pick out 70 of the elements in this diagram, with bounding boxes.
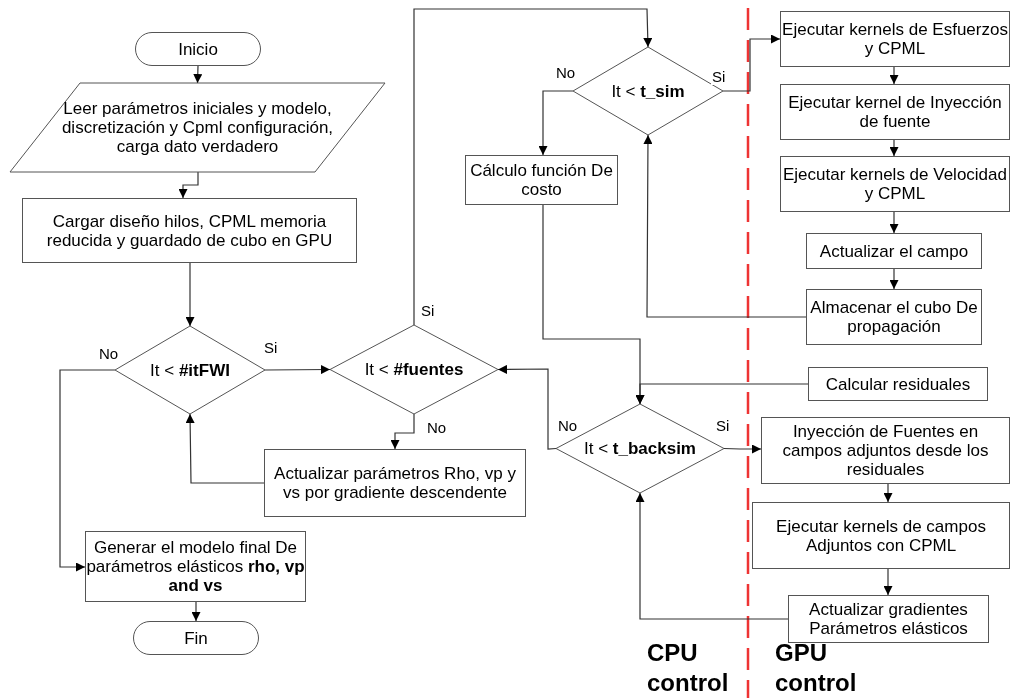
edge-label: No xyxy=(98,346,120,362)
input-parallelogram xyxy=(10,83,385,172)
arrow xyxy=(193,65,203,84)
node-text: Calcular residuales xyxy=(825,374,971,394)
arrow xyxy=(889,211,899,234)
condition-text: It < t_backsim xyxy=(584,439,696,458)
arrow xyxy=(723,444,762,454)
decision-diamond xyxy=(573,47,723,135)
process-box xyxy=(808,367,988,401)
terminator-shape xyxy=(135,32,261,66)
edge-label: No xyxy=(426,420,448,436)
process-box xyxy=(465,155,618,205)
process-box xyxy=(780,84,1010,140)
node-text: Inyección de Fuentes en campos adjuntos desde los residuales xyxy=(781,422,990,479)
process-box xyxy=(752,502,1010,569)
edge-label: Si xyxy=(715,418,731,434)
process-box xyxy=(264,449,526,517)
process-box xyxy=(22,198,357,263)
arrow xyxy=(883,483,893,503)
node-text: Ejecutar kernel de Inyección de fuente xyxy=(787,93,1003,131)
arrow xyxy=(889,139,899,157)
arrow xyxy=(722,34,781,92)
arrow xyxy=(643,134,807,318)
node-text: Generar el modelo final De parámetros elásticos rho, vp and vs xyxy=(86,538,305,595)
process-box xyxy=(788,595,989,643)
node-text: Leer parámetros iniciales y modelo, discretización y Cpml configuración, carga dato verdadero xyxy=(60,99,335,156)
node-text: Almacenar el cubo De propagación xyxy=(809,298,979,336)
arrow xyxy=(191,601,201,622)
process-box xyxy=(780,156,1010,212)
arrow xyxy=(59,369,116,572)
terminator-shape xyxy=(133,621,259,655)
arrow xyxy=(264,365,331,375)
arrow xyxy=(497,364,557,450)
node-text: Inicio xyxy=(178,39,218,59)
condition-text: It < #itFWI xyxy=(150,360,230,380)
node-text: Cálculo función De costo xyxy=(469,161,614,199)
node-text: Ejecutar kernels de Velocidad y CPML xyxy=(782,165,1008,203)
node-text: Fin xyxy=(184,628,208,648)
node-text: Ejecutar kernels de Esfuerzos y CPML xyxy=(781,20,1009,58)
edge-label: Si xyxy=(711,69,727,85)
node-text: Actualizar gradientes Parámetros elásticos xyxy=(808,600,969,638)
region-label: CPU control xyxy=(647,638,730,698)
node-text: Ejecutar kernels de campos Adjuntos con CPML xyxy=(775,516,987,555)
condition-text: It < t_sim xyxy=(611,81,685,101)
arrow xyxy=(635,492,789,620)
arrow xyxy=(538,90,574,156)
arrow xyxy=(635,383,809,405)
condition-text: It < #fuentes xyxy=(364,360,464,379)
process-box xyxy=(85,531,306,602)
edge-label: Si xyxy=(263,340,279,356)
node-text: Cargar diseño hilos, CPML memoria reducida y guardado de cubo en GPU xyxy=(45,211,334,250)
arrow xyxy=(889,268,899,290)
node-text: Actualizar el campo xyxy=(819,241,969,261)
arrow xyxy=(390,413,415,450)
arrow xyxy=(185,262,195,327)
arrow xyxy=(883,568,893,596)
node-text: Actualizar parámetros Rho, vp y vs por gradiente descendente xyxy=(273,464,517,502)
arrow xyxy=(178,171,199,199)
arrow xyxy=(185,413,265,484)
edge-label: No xyxy=(557,418,579,434)
region-label: GPU control xyxy=(775,638,858,698)
arrow xyxy=(889,66,899,85)
decision-diamond xyxy=(330,325,498,414)
edge-label: No xyxy=(555,65,577,81)
process-box xyxy=(780,11,1010,67)
process-box xyxy=(761,417,1010,484)
edge-label: Si xyxy=(420,303,436,319)
process-box xyxy=(806,289,982,345)
process-box xyxy=(806,233,982,269)
arrow xyxy=(413,8,653,326)
